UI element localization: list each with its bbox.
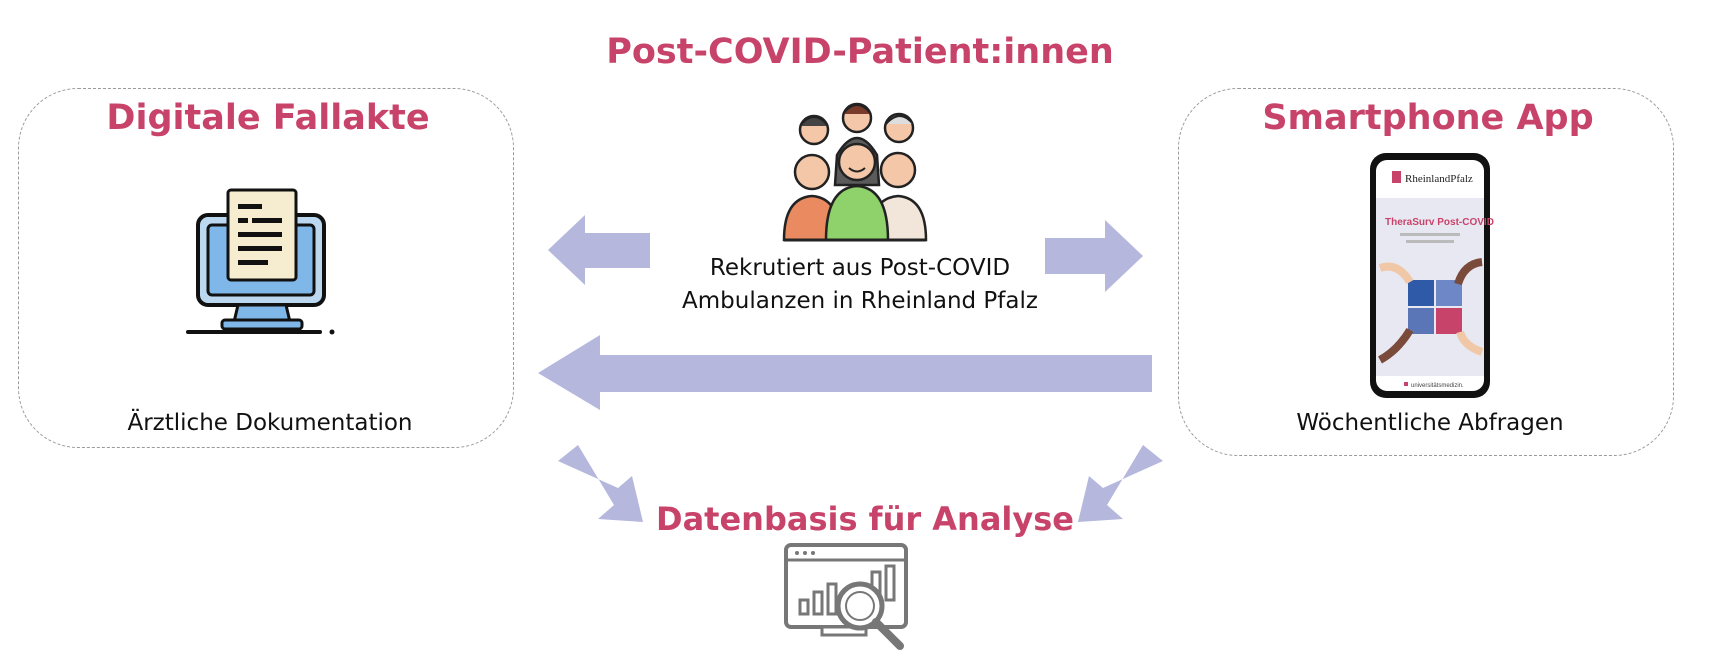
arrow-left-upper bbox=[548, 215, 650, 285]
smartphone-app-title: Smartphone App bbox=[1262, 98, 1594, 138]
smartphone-icon: RheinlandPfalz TheraSurv Post-COVID univ… bbox=[1370, 153, 1494, 398]
smartphone-app-caption: Wöchentliche Abfragen bbox=[1296, 410, 1564, 436]
arrow-down-right bbox=[558, 445, 643, 522]
analyse-title: Datenbasis für Analyse bbox=[656, 500, 1074, 538]
computer-document-icon bbox=[186, 188, 335, 335]
patients-recruit-line2: Ambulanzen in Rheinland Pfalz bbox=[682, 288, 1038, 314]
phone-brand-text: RheinlandPfalz bbox=[1405, 173, 1473, 185]
arrow-right-upper bbox=[1045, 220, 1143, 292]
group-of-people-icon bbox=[782, 102, 928, 242]
fallakte-box bbox=[18, 88, 514, 448]
fallakte-caption: Ärztliche Dokumentation bbox=[127, 410, 413, 436]
patients-title: Post-COVID-Patient:innen bbox=[606, 32, 1114, 72]
patients-recruit-line1: Rekrutiert aus Post-COVID bbox=[709, 255, 1011, 281]
smartphone-app-box bbox=[1178, 88, 1674, 456]
arrow-left-long bbox=[538, 335, 1152, 410]
fallakte-title: Digitale Fallakte bbox=[106, 98, 430, 138]
arrow-down-left bbox=[1078, 445, 1163, 522]
data-analysis-magnifier-icon bbox=[784, 543, 908, 650]
phone-footer-text: universitätsmedizin. bbox=[1411, 383, 1464, 389]
phone-app-name: TheraSurv Post-COVID bbox=[1385, 217, 1494, 228]
